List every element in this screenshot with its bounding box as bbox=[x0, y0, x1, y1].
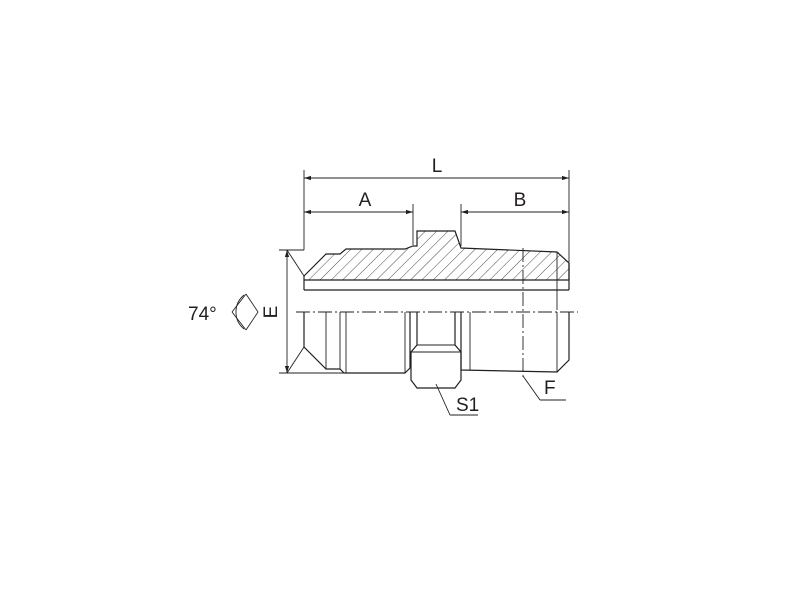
angle-ray-bottom bbox=[231, 311, 247, 331]
E-cone-line-bottom bbox=[286, 346, 305, 374]
upper-section bbox=[303, 230, 570, 310]
label-E: E bbox=[261, 306, 282, 319]
label-S1: S1 bbox=[456, 395, 479, 416]
angle-cone-top bbox=[245, 293, 259, 313]
label-B: B bbox=[514, 190, 527, 211]
E-cone-line-top bbox=[286, 249, 305, 277]
section-hatch bbox=[304, 231, 569, 280]
label-A: A bbox=[359, 190, 372, 211]
F-leader bbox=[522, 375, 541, 401]
label-F: F bbox=[544, 378, 556, 399]
angle-cone-bottom bbox=[245, 311, 259, 331]
angle-ray-top bbox=[231, 293, 247, 313]
hex-outline bbox=[410, 312, 462, 389]
label-angle: 74° bbox=[188, 304, 217, 325]
S1-leader bbox=[435, 383, 451, 416]
dimensions bbox=[231, 170, 570, 416]
label-L: L bbox=[432, 156, 443, 177]
angle-arc bbox=[235, 294, 245, 330]
left-thread-outline bbox=[303, 312, 411, 374]
right-thread-outline bbox=[460, 312, 570, 373]
lower-exterior bbox=[303, 248, 570, 389]
